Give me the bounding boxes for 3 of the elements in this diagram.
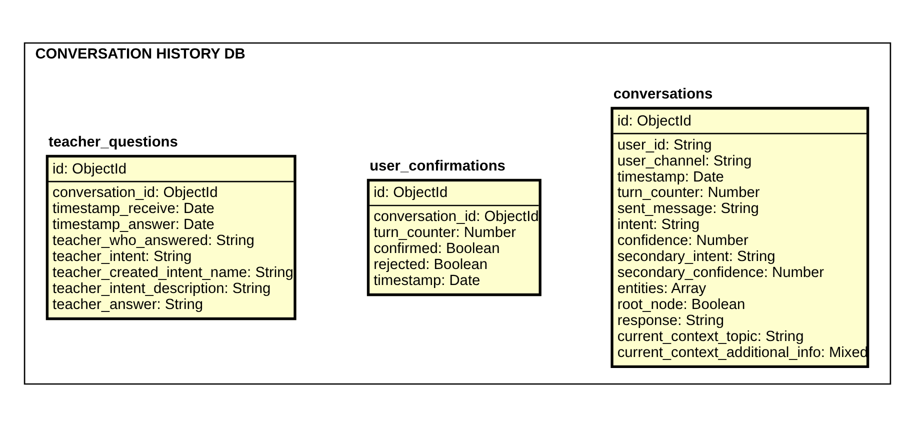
node-label: user_confirmations	[370, 158, 506, 175]
node-label: conversations	[613, 86, 713, 103]
node-label: teacher_questions	[48, 134, 178, 151]
